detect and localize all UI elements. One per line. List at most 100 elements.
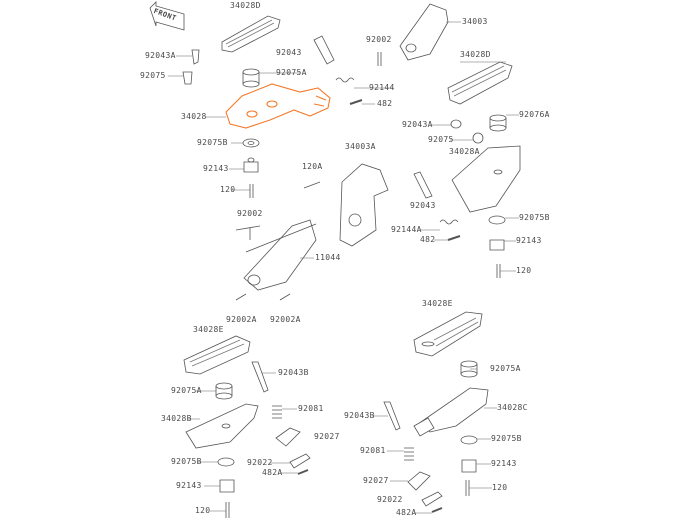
pin-92043b-right <box>383 401 401 431</box>
part-label-34028b[interactable]: 34028B <box>161 414 192 423</box>
part-label-92144a[interactable]: 92144A <box>391 225 422 234</box>
part-label-92002a-left[interactable]: 92002A <box>226 315 257 324</box>
part-label-92043a[interactable]: 92043A <box>145 51 176 60</box>
footpeg-rubber-34028e-right <box>413 311 483 357</box>
part-label-92081-left[interactable]: 92081 <box>298 404 324 413</box>
pin-92043a-right <box>450 119 462 129</box>
footpeg-rubber-34028e-left <box>183 335 251 375</box>
bolt-120a <box>303 181 321 189</box>
part-label-34028c[interactable]: 34028C <box>497 403 528 412</box>
pin-92043a-left <box>191 49 200 65</box>
part-label-92143-right-lower[interactable]: 92143 <box>491 459 517 468</box>
part-label-34003[interactable]: 34003 <box>462 17 488 26</box>
part-label-120a[interactable]: 120A <box>302 162 323 171</box>
part-label-482-center[interactable]: 482 <box>420 235 436 244</box>
bolt-120-right-top <box>496 264 501 278</box>
part-label-92075b-right-lower[interactable]: 92075B <box>491 434 522 443</box>
pin-482a-left <box>297 469 309 475</box>
part-label-120[interactable]: 120 <box>220 185 236 194</box>
part-label-92076a[interactable]: 92076A <box>519 110 550 119</box>
footpeg-rubber-34028d-left <box>221 15 281 53</box>
footrest-bracket-34028-highlighted <box>225 83 331 129</box>
pin-92043-top <box>313 35 335 65</box>
part-label-482a-right[interactable]: 482A <box>396 508 417 517</box>
part-label-92075a[interactable]: 92075A <box>276 68 307 77</box>
part-label-92043[interactable]: 92043 <box>276 48 302 57</box>
part-label-34028d[interactable]: 34028D <box>230 1 261 10</box>
pin-92043-center <box>413 171 433 199</box>
part-label-92002[interactable]: 92002 <box>366 35 392 44</box>
part-label-34028e-left[interactable]: 34028E <box>193 325 224 334</box>
bolt-92002-top <box>377 52 382 66</box>
part-label-34003a[interactable]: 34003A <box>345 142 376 151</box>
part-label-92043a-right[interactable]: 92043A <box>402 120 433 129</box>
bolt-120-left-lower <box>225 502 230 518</box>
grommet-92075a-left-top <box>242 68 260 88</box>
part-label-92075b[interactable]: 92075B <box>197 138 228 147</box>
washer-92075b-right <box>488 215 506 225</box>
part-label-92075[interactable]: 92075 <box>140 71 166 80</box>
pin-92043b-left <box>251 361 269 393</box>
collar-92075-left <box>182 71 193 85</box>
part-label-120-right-lower[interactable]: 120 <box>492 483 508 492</box>
part-label-92075-right[interactable]: 92075 <box>428 135 454 144</box>
washer-92075b-left <box>242 138 260 148</box>
part-label-92075b-left-lower[interactable]: 92075B <box>171 457 202 466</box>
spring-92144-top <box>335 77 355 83</box>
footrest-bracket-34028a <box>451 145 521 213</box>
part-label-92022-right[interactable]: 92022 <box>377 495 403 504</box>
part-label-34028d-right[interactable]: 34028D <box>460 50 491 59</box>
front-arrow-icon <box>149 1 185 31</box>
part-label-92075a-left-lower[interactable]: 92075A <box>171 386 202 395</box>
pin-482a-right <box>431 507 443 513</box>
part-label-34028a[interactable]: 34028A <box>449 147 480 156</box>
spring-92081-right <box>404 447 414 461</box>
spring-92144a <box>439 219 459 225</box>
part-label-34028[interactable]: 34028 <box>181 112 207 121</box>
part-label-92027-right[interactable]: 92027 <box>363 476 389 485</box>
part-label-92081-right[interactable]: 92081 <box>360 446 386 455</box>
part-label-92075b-right[interactable]: 92075B <box>519 213 550 222</box>
bracket-11044 <box>235 219 317 291</box>
part-label-92002a-right[interactable]: 92002A <box>270 315 301 324</box>
part-label-482a-left[interactable]: 482A <box>262 468 283 477</box>
cap-92022-left <box>289 453 311 469</box>
grommet-92076a-right <box>489 114 507 132</box>
part-label-92022-left[interactable]: 92022 <box>247 458 273 467</box>
leader-lines <box>168 21 519 514</box>
part-label-11044[interactable]: 11044 <box>315 253 341 262</box>
part-label-92002-center[interactable]: 92002 <box>237 209 263 218</box>
bolt-92002a-right <box>279 293 291 301</box>
plate-92027-right <box>407 471 431 491</box>
part-label-34028e-right[interactable]: 34028E <box>422 299 453 308</box>
part-label-92144[interactable]: 92144 <box>369 83 395 92</box>
damper-92143-right <box>489 239 505 251</box>
part-label-92075a-right-lower[interactable]: 92075A <box>490 364 521 373</box>
part-label-120-left-lower[interactable]: 120 <box>195 506 211 515</box>
spring-92081-left <box>272 405 282 419</box>
bolt-92002a-left <box>235 293 247 301</box>
footpeg-rubber-34028d-right <box>447 61 513 105</box>
footrest-34028c <box>413 387 489 437</box>
cap-92022-right <box>421 491 443 507</box>
part-label-92027-left[interactable]: 92027 <box>314 432 340 441</box>
part-label-92143-left-lower[interactable]: 92143 <box>176 481 202 490</box>
part-label-120-right[interactable]: 120 <box>516 266 532 275</box>
pin-482-center <box>447 235 461 241</box>
bolt-120-left <box>249 184 254 198</box>
part-label-92043b-right[interactable]: 92043B <box>344 411 375 420</box>
damper-92143-right-lower <box>461 459 477 473</box>
bolt-120-right-lower <box>465 480 470 496</box>
part-label-92043b-left[interactable]: 92043B <box>278 368 309 377</box>
part-label-92043-center[interactable]: 92043 <box>410 201 436 210</box>
damper-92143-left <box>243 157 259 173</box>
part-label-482[interactable]: 482 <box>377 99 393 108</box>
washer-92075b-left-lower <box>217 457 235 467</box>
washer-92075b-right-lower <box>460 435 478 445</box>
collar-92075-right <box>472 132 484 144</box>
part-label-92143-right[interactable]: 92143 <box>516 236 542 245</box>
part-label-92143[interactable]: 92143 <box>203 164 229 173</box>
footrest-34028b <box>185 403 259 449</box>
